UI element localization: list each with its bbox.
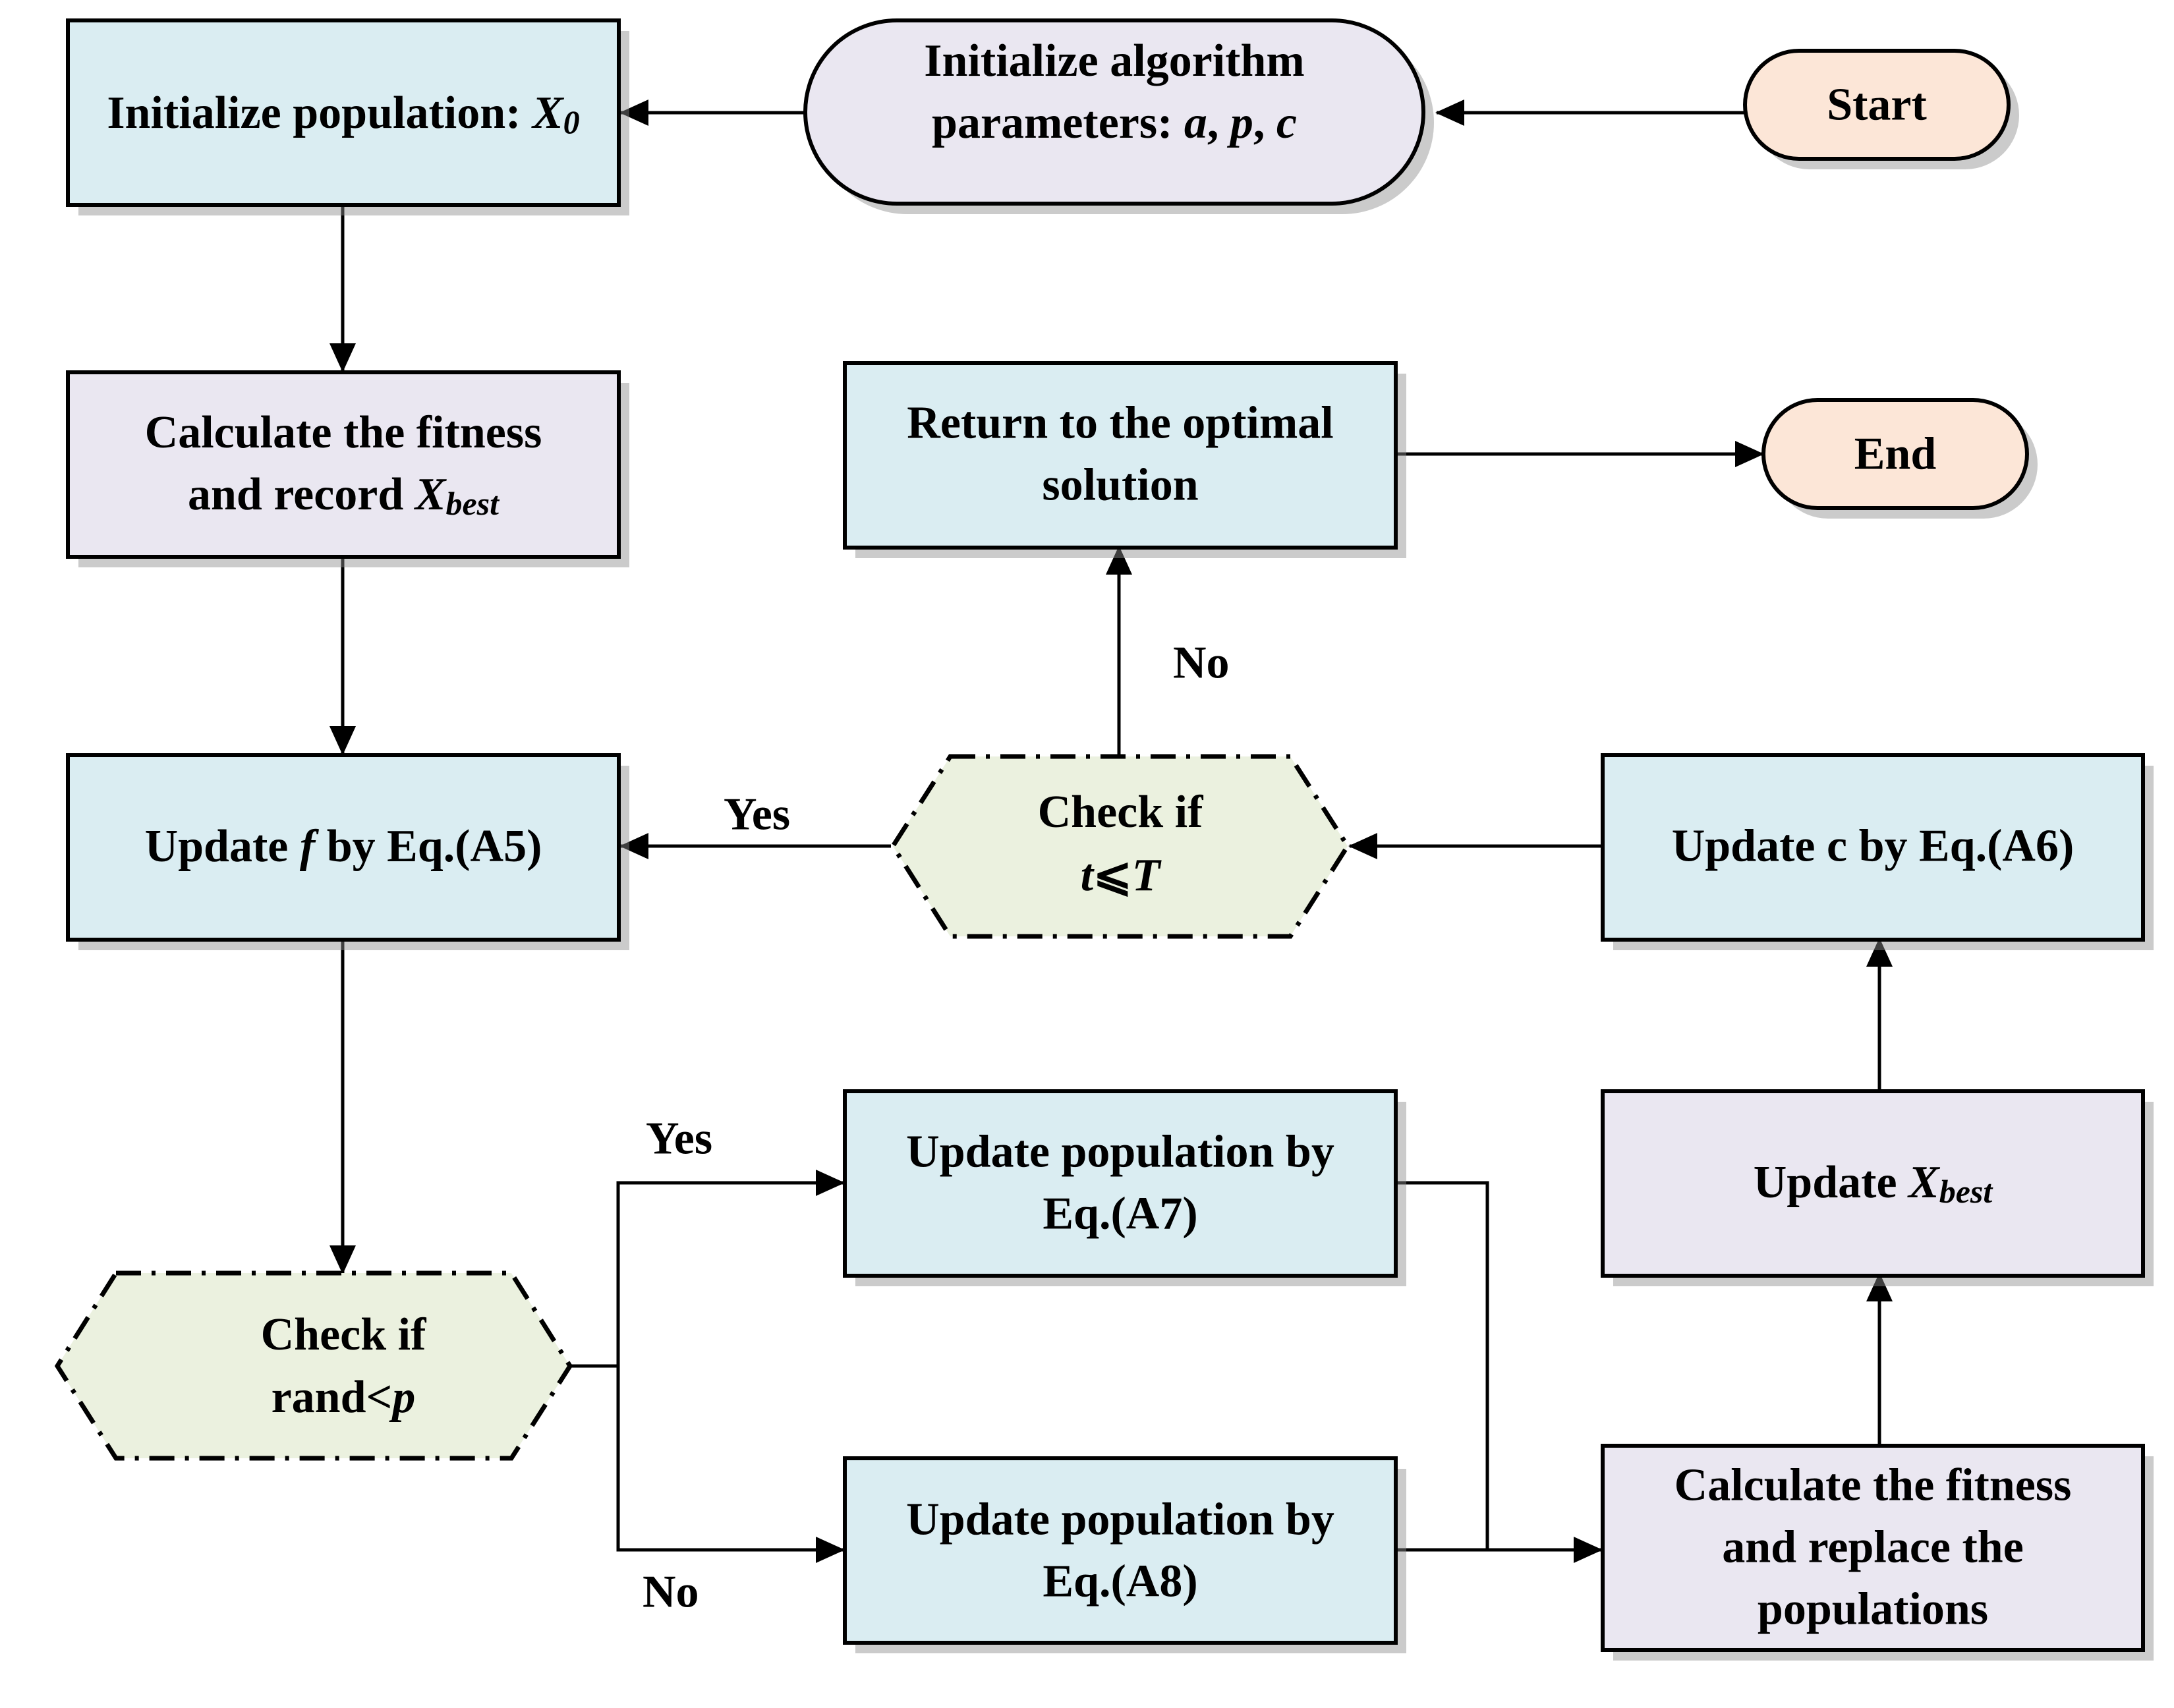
svg-text:Check if: Check if bbox=[261, 1309, 427, 1360]
update-f-suffix: by Eq.(A5) bbox=[315, 821, 542, 872]
node-init-population: Initialize population: X0 bbox=[66, 18, 629, 215]
init-pop-sub: 0 bbox=[563, 103, 580, 140]
calc-replace-line2: and replace the bbox=[1722, 1522, 2024, 1573]
param-sep1: , bbox=[1207, 98, 1230, 148]
return-optimal-line1: Return to the optimal bbox=[907, 398, 1333, 449]
svg-text:Update Xbest: Update Xbest bbox=[1754, 1157, 1994, 1210]
edge-label-yes-checkrand: Yes bbox=[646, 1114, 712, 1164]
check-t-var-T: T bbox=[1132, 850, 1162, 901]
return-optimal-line2: solution bbox=[1042, 460, 1198, 511]
check-t-line1: Check if bbox=[1038, 787, 1204, 838]
check-rand-prefix: rand< bbox=[272, 1372, 393, 1423]
calc-fitness-sub: best bbox=[445, 485, 500, 522]
calc-replace-line3: populations bbox=[1758, 1584, 1988, 1635]
connectors bbox=[329, 100, 1893, 1563]
svg-text:Update f by Eq.(A5): Update f by Eq.(A5) bbox=[145, 821, 542, 872]
node-check-t: Check if t⩽T bbox=[890, 754, 1351, 939]
update-f-prefix: Update bbox=[145, 821, 300, 872]
update-a8-line2: Eq.(A8) bbox=[1043, 1556, 1197, 1607]
end-label: End bbox=[1854, 429, 1937, 480]
node-update-a8: Update population by Eq.(A8) bbox=[843, 1456, 1406, 1653]
update-xbest-var: X bbox=[1907, 1157, 1941, 1208]
node-init-params: Initialize algorithm parameters: a, p, c bbox=[803, 18, 1434, 214]
init-params-line2-prefix: parameters: bbox=[932, 98, 1184, 148]
update-c-label: Update c by Eq.(A6) bbox=[1672, 821, 2074, 872]
calc-fitness-line2: and record bbox=[188, 469, 415, 520]
node-return-optimal: Return to the optimal solution bbox=[843, 361, 1406, 558]
edge-label-no-checkrand: No bbox=[643, 1567, 699, 1618]
edge-label-yes-checkt: Yes bbox=[724, 789, 790, 840]
update-a7-line2: Eq.(A7) bbox=[1043, 1189, 1197, 1239]
node-update-a7: Update population by Eq.(A7) bbox=[843, 1089, 1406, 1286]
svg-text:parameters: a, p, c: parameters: a, p, c bbox=[932, 98, 1297, 148]
calc-fitness-var: X bbox=[414, 469, 447, 520]
param-c: c bbox=[1276, 98, 1297, 148]
edge-a7-to-calcreplace bbox=[1395, 1181, 1489, 1550]
node-calc-fitness: Calculate the fitness and record Xbest bbox=[66, 370, 629, 567]
start-label: Start bbox=[1827, 80, 1927, 130]
update-a8-line1: Update population by bbox=[906, 1494, 1334, 1545]
node-start: Start bbox=[1743, 49, 2019, 169]
calc-fitness-line1: Calculate the fitness bbox=[145, 407, 542, 458]
param-a: a bbox=[1184, 98, 1207, 148]
init-params-line1: Initialize algorithm bbox=[924, 36, 1304, 86]
param-sep2: , bbox=[1253, 98, 1276, 148]
node-update-c: Update c by Eq.(A6) bbox=[1601, 753, 2154, 950]
svg-text:Initialize algorithm: Initialize algorithm bbox=[924, 36, 1304, 86]
init-pop-var: X bbox=[531, 88, 565, 138]
check-rand-line1: Check if bbox=[261, 1309, 427, 1360]
update-a7-line1: Update population by bbox=[906, 1127, 1334, 1178]
update-xbest-prefix: Update bbox=[1754, 1157, 1908, 1208]
node-calc-replace: Calculate the fitness and replace the po… bbox=[1601, 1444, 2154, 1661]
edge-label-no-checkt: No bbox=[1173, 638, 1230, 689]
node-end: End bbox=[1761, 398, 2038, 519]
node-update-f: Update f by Eq.(A5) bbox=[66, 753, 629, 950]
node-update-xbest: Update Xbest bbox=[1601, 1089, 2154, 1286]
edge-checkrand-yes-to-a7 bbox=[570, 1170, 845, 1368]
init-pop-prefix: Initialize population: bbox=[107, 88, 532, 138]
svg-text:Check if: Check if bbox=[1038, 787, 1204, 838]
edge-labels: No Yes Yes No bbox=[643, 638, 1230, 1618]
check-t-op: ⩽ bbox=[1093, 850, 1132, 901]
node-check-rand: Check if rand<p bbox=[54, 1270, 573, 1461]
check-t-var-t: t bbox=[1081, 850, 1095, 901]
svg-text:Calculate the fitness: Calculate the fitness bbox=[145, 407, 542, 458]
svg-text:rand<p: rand<p bbox=[272, 1372, 416, 1423]
edge-checkrand-no-to-a8 bbox=[616, 1366, 845, 1563]
param-p: p bbox=[1227, 98, 1253, 148]
svg-text:and record Xbest: and record Xbest bbox=[188, 469, 500, 523]
svg-text:Initialize population: X0: Initialize population: X0 bbox=[107, 88, 579, 141]
update-xbest-sub: best bbox=[1939, 1173, 1994, 1210]
svg-text:t⩽T: t⩽T bbox=[1081, 850, 1162, 901]
calc-replace-line1: Calculate the fitness bbox=[1674, 1460, 2072, 1511]
check-rand-var: p bbox=[389, 1372, 415, 1423]
